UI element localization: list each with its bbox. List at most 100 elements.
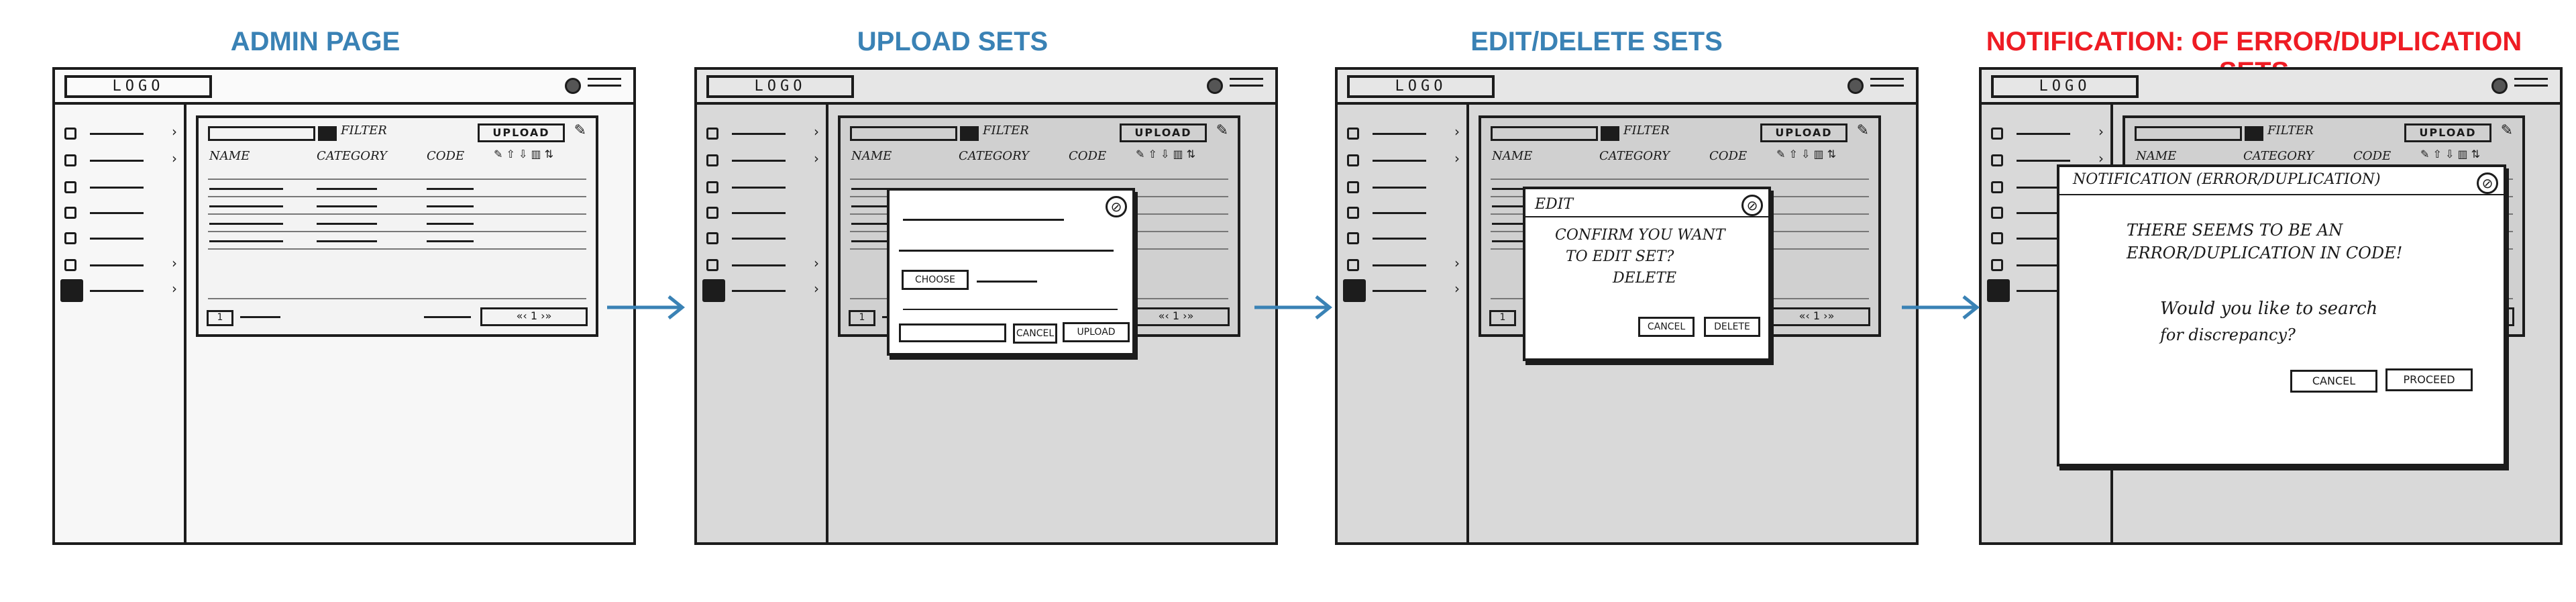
notification-message-line1: THERE SEEMS TO BE AN: [2127, 221, 2343, 240]
chevron-right-icon: ›: [1454, 281, 1460, 297]
sidebar-item-reports[interactable]: [64, 231, 177, 246]
row-action-icons[interactable]: ✎ ⇧ ⇩ ▥ ⇅: [2420, 148, 2481, 160]
sidebar-item-reports[interactable]: [1991, 231, 2104, 246]
filter-icon[interactable]: [318, 126, 337, 141]
menu-icon[interactable]: [1230, 78, 1263, 91]
filter-label: FILTER: [2267, 123, 2314, 138]
column-header-name: NAME: [1492, 149, 1533, 163]
pagination-controls[interactable]: «‹ 1 ›»: [1122, 307, 1230, 326]
user-icon[interactable]: [1847, 78, 1864, 94]
search-input[interactable]: [1491, 126, 1598, 141]
sidebar-item-tags[interactable]: [64, 205, 177, 220]
upload-button[interactable]: UPLOAD: [1760, 123, 1847, 142]
cancel-button[interactable]: CANCEL: [1013, 323, 1057, 344]
nav-label-line: [2017, 290, 2070, 292]
sidebar-item-dashboard[interactable]: ›: [706, 123, 819, 141]
menu-icon[interactable]: [2514, 78, 2548, 91]
notification-modal: NOTIFICATION (ERROR/DUPLICATION) ⊘ THERE…: [2057, 164, 2506, 466]
cancel-button[interactable]: CANCEL: [2290, 370, 2377, 393]
close-icon[interactable]: ⊘: [1106, 196, 1127, 217]
sidebar-item-dashboard[interactable]: ›: [1991, 123, 2104, 141]
sidebar-item-dashboard[interactable]: ›: [64, 123, 177, 141]
sidebar-item-reports[interactable]: [1347, 231, 1460, 246]
user-icon[interactable]: [2491, 78, 2508, 94]
sidebar-item-dashboard[interactable]: ›: [1347, 123, 1460, 141]
sidebar-item-documents[interactable]: [1991, 180, 2104, 195]
row-action-icons[interactable]: ✎ ⇧ ⇩ ▥ ⇅: [1136, 148, 1196, 160]
sidebar-item-reports[interactable]: [706, 231, 819, 246]
upload-button[interactable]: UPLOAD: [2404, 123, 2491, 142]
sidebar-item-favorites[interactable]: ›: [706, 150, 819, 168]
pagination-controls[interactable]: «‹ 1 ›»: [1763, 307, 1870, 326]
search-input[interactable]: [208, 126, 315, 141]
menu-icon[interactable]: [1870, 78, 1904, 91]
close-icon[interactable]: ⊘: [1741, 195, 1763, 216]
modal-divider-2: [903, 309, 1118, 310]
pager-prev[interactable]: 1: [1489, 310, 1516, 326]
sidebar-item-favorites[interactable]: ›: [64, 150, 177, 168]
pen-icon[interactable]: ✎: [1856, 122, 1869, 139]
sidebar-item-tags[interactable]: [1991, 205, 2104, 220]
chevron-right-icon: ›: [1454, 150, 1460, 166]
sidebar-item-settings[interactable]: ›: [64, 255, 177, 272]
upload-button[interactable]: UPLOAD: [1120, 123, 1207, 142]
column-header-name: NAME: [2136, 149, 2177, 163]
sidebar-item-favorites[interactable]: ›: [1991, 150, 2104, 168]
nav-icon: [1991, 154, 2003, 166]
filter-icon[interactable]: [1601, 126, 1619, 141]
table-row-name: [209, 240, 283, 242]
nav-label-line: [90, 160, 144, 162]
sidebar-item-tags[interactable]: [706, 205, 819, 220]
column-header-code: CODE: [1069, 149, 1107, 163]
modal-title-line: [903, 219, 1064, 221]
pager-prev[interactable]: 1: [849, 310, 875, 326]
sidebar-item-sets[interactable]: ›: [702, 279, 819, 302]
choose-button[interactable]: CHOOSE: [902, 270, 969, 290]
row-action-icons[interactable]: ✎ ⇧ ⇩ ▥ ⇅: [1776, 148, 1837, 160]
menu-icon[interactable]: [588, 78, 621, 91]
sidebar-item-settings[interactable]: ›: [1347, 255, 1460, 272]
nav-label-line: [1373, 212, 1426, 214]
user-icon[interactable]: [1207, 78, 1223, 94]
row-divider: [208, 213, 586, 215]
row-divider: [208, 196, 586, 197]
table-row-category: [317, 205, 377, 207]
column-header-category: CATEGORY: [2243, 149, 2314, 163]
close-icon[interactable]: ⊘: [2477, 172, 2498, 194]
filter-icon[interactable]: [2245, 126, 2263, 141]
row-action-icons[interactable]: ✎ ⇧ ⇩ ▥ ⇅: [494, 148, 554, 160]
pen-icon[interactable]: ✎: [574, 122, 586, 139]
sidebar-item-sets[interactable]: ›: [60, 279, 177, 302]
pen-icon[interactable]: ✎: [1216, 122, 1228, 139]
edit-confirm-modal: EDIT ⊘ CONFIRM YOU WANT TO EDIT SET? DEL…: [1523, 187, 1771, 361]
sidebar-item-favorites[interactable]: ›: [1347, 150, 1460, 168]
search-input[interactable]: [850, 126, 957, 141]
modal-title: NOTIFICATION (ERROR/DUPLICATION): [2073, 171, 2381, 188]
sidebar-item-tags[interactable]: [1347, 205, 1460, 220]
delete-button[interactable]: DELETE: [1704, 317, 1760, 337]
confirm-message-line1: CONFIRM YOU WANT: [1555, 227, 1725, 244]
sidebar-item-documents[interactable]: [706, 180, 819, 195]
sidebar-item-settings[interactable]: ›: [706, 255, 819, 272]
flow-arrow-2: [1254, 295, 1333, 319]
sidebar-item-documents[interactable]: [64, 180, 177, 195]
sidebar-item-documents[interactable]: [1347, 180, 1460, 195]
nav-icon: [1987, 279, 2010, 302]
upload-button[interactable]: UPLOAD: [478, 123, 565, 142]
proceed-button[interactable]: PROCEED: [2385, 368, 2473, 391]
footer-divider: [208, 298, 586, 299]
user-icon[interactable]: [565, 78, 581, 94]
search-input[interactable]: [2135, 126, 2242, 141]
notification-message-line3: Would you like to search: [2160, 299, 2378, 319]
nav-label-line: [1373, 264, 1426, 266]
pagination-controls[interactable]: «‹ 1 ›»: [480, 307, 588, 326]
nav-label-line: [90, 133, 144, 135]
pen-icon[interactable]: ✎: [2500, 122, 2513, 139]
file-path-input[interactable]: [899, 323, 1006, 342]
pager-prev[interactable]: 1: [207, 310, 233, 326]
cancel-button[interactable]: CANCEL: [1638, 317, 1695, 337]
filter-icon[interactable]: [960, 126, 979, 141]
upload-button[interactable]: UPLOAD: [1063, 322, 1130, 342]
sidebar-item-sets[interactable]: ›: [1343, 279, 1460, 302]
column-header-name: NAME: [209, 149, 250, 163]
